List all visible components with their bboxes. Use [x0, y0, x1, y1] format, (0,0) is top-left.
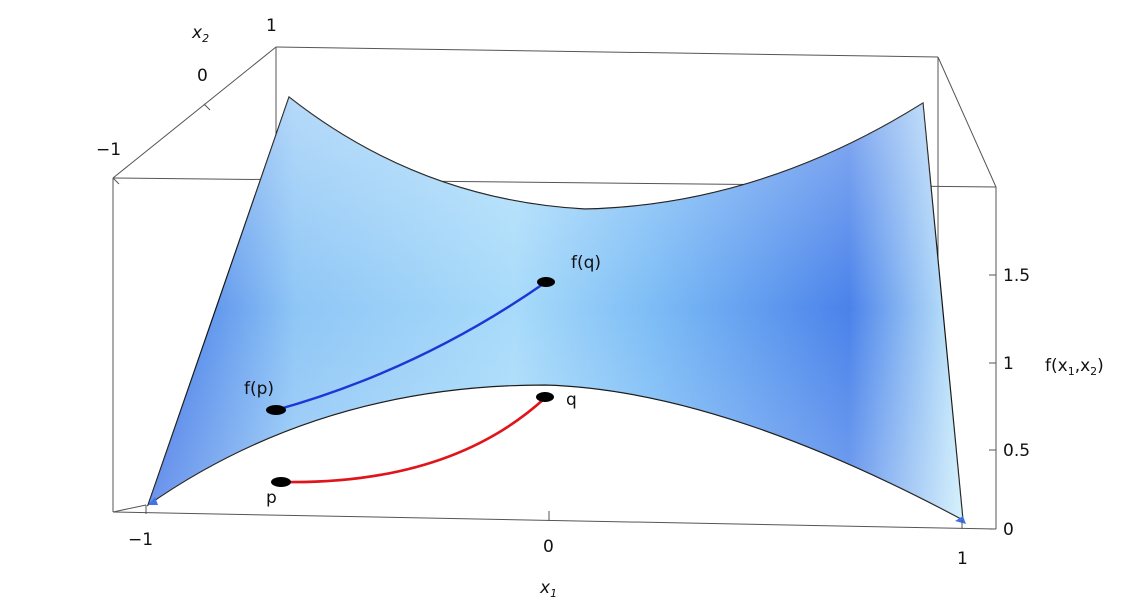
box-edge-bottom-left [112, 504, 147, 513]
x1-tick-label-minus1: −1 [128, 530, 153, 550]
f-tick-label-0.5: 0.5 [1003, 441, 1030, 461]
box-edge-right-top [937, 56, 997, 188]
box-edge-bottom-front [112, 511, 997, 530]
x2-axis-title: x2 [191, 23, 209, 45]
point-p-marker [271, 477, 291, 487]
x1-axis-title: x1 [539, 578, 557, 600]
x2-tick-minus1 [112, 177, 120, 185]
point-q-label: q [566, 390, 577, 410]
f-tick-label-1: 1 [1003, 354, 1014, 374]
point-q-marker [536, 392, 554, 402]
x2-tick-label-0: 0 [197, 66, 208, 86]
point-p-label: p [266, 488, 277, 508]
surface-shading [148, 97, 963, 520]
image-curve-fp-to-fq [275, 281, 547, 412]
point-fp-label: f(p) [244, 379, 274, 399]
box-edge-left-top [112, 46, 277, 179]
f-tick-label-1.5: 1.5 [1003, 266, 1030, 286]
saddle-surface [146, 96, 966, 524]
surface-corner-right [955, 516, 966, 524]
f-axis-title: f(x1,x2) [1045, 356, 1104, 378]
point-fq-label: f(q) [571, 253, 601, 273]
x1-tick-label-0: 0 [543, 537, 554, 557]
point-fq-marker [537, 277, 555, 287]
x2-tick-0 [203, 103, 211, 111]
tick-marks [112, 103, 996, 530]
domain-curve-p-to-q [280, 397, 546, 484]
surface-corner-left [148, 497, 158, 505]
point-fp-marker [266, 405, 286, 415]
x2-tick-label-minus1: −1 [96, 140, 121, 160]
f-tick-label-0: 0 [1003, 520, 1014, 540]
x1-tick-label-1: 1 [957, 549, 968, 569]
x2-tick-label-1: 1 [266, 16, 277, 36]
box-edge-back-top [275, 46, 939, 58]
